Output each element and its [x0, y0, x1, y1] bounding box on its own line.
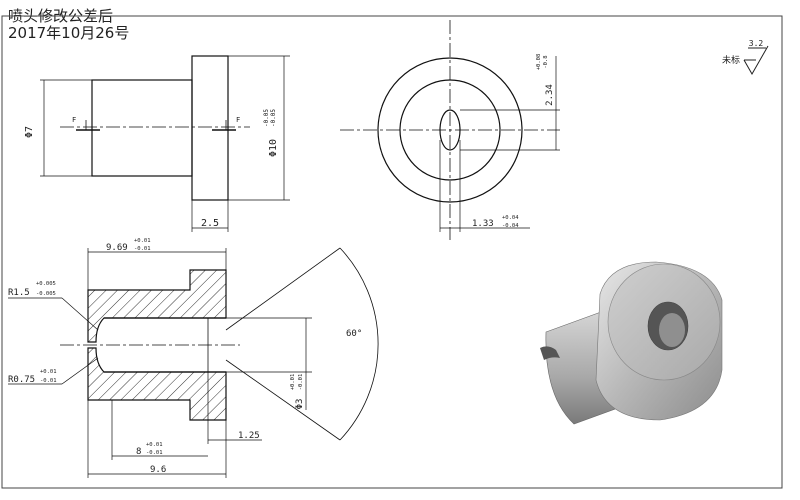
- dim-96-label: 9.6: [150, 465, 166, 475]
- dim-234-upper: +0.08: [536, 54, 542, 71]
- dia7-label: Φ7: [24, 126, 35, 138]
- dim-8-upper: +0.01: [146, 442, 163, 448]
- shaft-outline: [91, 79, 193, 177]
- r15-upper: +0.005: [36, 281, 56, 287]
- dia3-lower: -0.01: [298, 374, 304, 391]
- surface-finish-symbol: [743, 45, 769, 76]
- upper-wall-hatch: [87, 269, 227, 343]
- dim-969-upper: +0.01: [134, 238, 151, 244]
- angle-label: 60°: [346, 329, 362, 339]
- section-view: [8, 247, 379, 478]
- dim-8-label: 8: [136, 447, 141, 457]
- side-view: [40, 55, 290, 232]
- dia10-tol-lower: -0.05: [270, 109, 277, 127]
- isometric-render: [540, 261, 723, 425]
- dim-133-upper: +0.04: [502, 215, 519, 221]
- surface-finish-label: 未标: [722, 54, 740, 66]
- dim-133-lower: -0.04: [502, 223, 519, 229]
- section-mark-left: F: [72, 116, 76, 124]
- flange-width-label: 2.5: [201, 218, 219, 229]
- dia10-label: Φ10: [268, 139, 279, 157]
- end-view: [340, 20, 560, 240]
- flange-outline: [191, 55, 229, 201]
- dim-969-lower: -0.01: [134, 246, 151, 252]
- r15-label: R1.5: [8, 288, 30, 298]
- dim-125-label: 1.25: [238, 431, 260, 441]
- r075-label: R0.75: [8, 375, 35, 385]
- r075-lower: -0.01: [40, 378, 57, 384]
- lower-wall-hatch: [87, 347, 227, 421]
- surface-finish-value: 3.2: [749, 39, 764, 48]
- dia3-upper: +0.01: [290, 374, 296, 391]
- dim-234-lower: -0.8: [543, 55, 549, 68]
- outer-circle: [377, 57, 523, 203]
- dim-133-label: 1.33: [472, 219, 494, 229]
- dia3-label: Φ3: [295, 399, 305, 410]
- r15-lower: -0.005: [36, 291, 56, 297]
- sheet-border: [1, 15, 783, 489]
- right-edge-strip: [786, 0, 800, 500]
- title-line-2: 2017年10月26号: [8, 24, 130, 42]
- dia10-tol-upper: -0.05: [263, 109, 270, 127]
- section-mark-right: F: [236, 116, 240, 124]
- r075-upper: +0.01: [40, 369, 57, 375]
- dim-969-label: 9.69: [106, 243, 128, 253]
- dim-8-lower: -0.01: [146, 450, 163, 456]
- dim-234-label: 2.34: [545, 84, 555, 106]
